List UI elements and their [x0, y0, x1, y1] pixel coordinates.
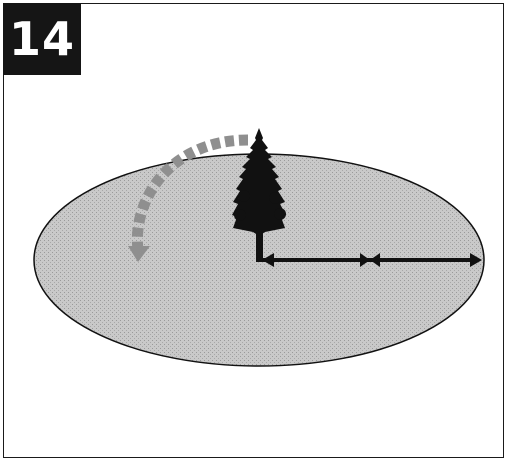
diagram — [0, 0, 509, 463]
